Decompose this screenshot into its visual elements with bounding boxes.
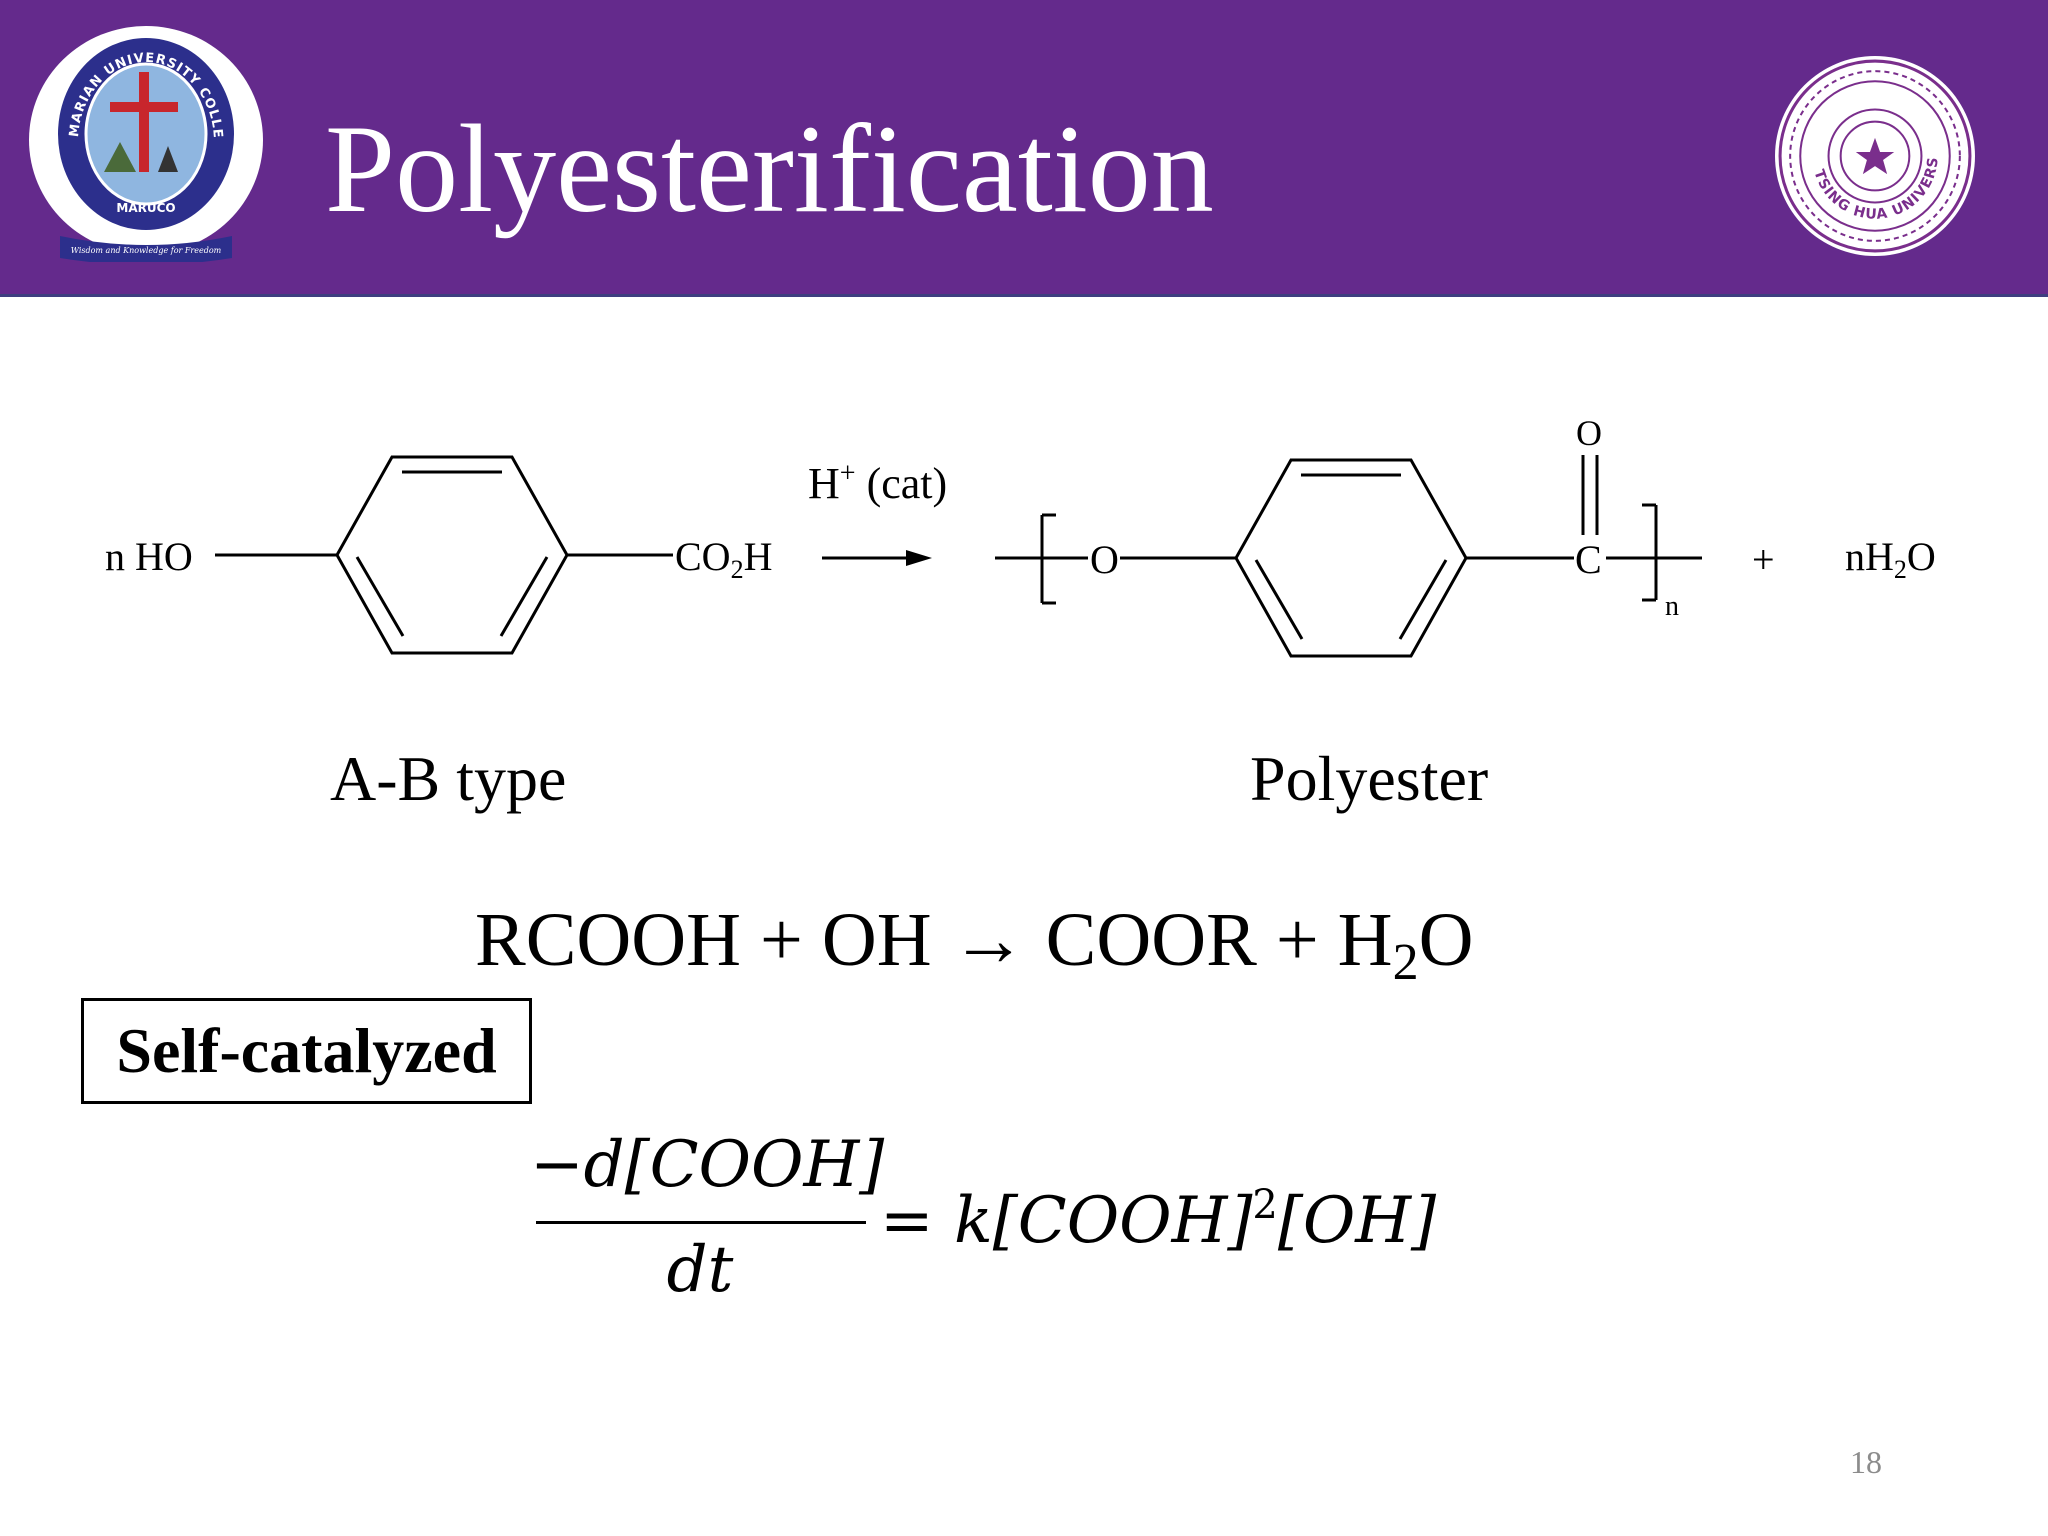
title-bar: MARIAN UNIVERSITY COLLEGE MARUCO Wisdom … [0, 0, 2048, 297]
rate-denominator: dt [666, 1233, 734, 1307]
page-number: 18 [1850, 1444, 1882, 1480]
reactant-type-label: A-B type [330, 743, 567, 814]
tsing-hua-seal: TSING HUA UNIVERSITY [1774, 55, 1975, 256]
byproduct-water: nH2O [1845, 534, 1936, 584]
logo-motto: Wisdom and Knowledge for Freedom [71, 246, 222, 255]
fraction-bar [536, 1221, 866, 1224]
benzene-ring-reactant [335, 455, 569, 655]
general-equation: RCOOH + OH → COOR + H2O [475, 898, 1474, 991]
benzene-ring-product [1234, 458, 1468, 658]
rate-numerator: −d[COOH] [530, 1128, 885, 1202]
logo-abbrev: MARUCO [116, 201, 175, 215]
slide-title: Polyesterification [325, 100, 1214, 239]
plus-sign: + [1752, 537, 1775, 582]
rate-rhs: = k[COOH]2[OH] [880, 1182, 1437, 1258]
self-catalyzed-badge: Self-catalyzed [81, 998, 532, 1104]
maruco-logo: MARIAN UNIVERSITY COLLEGE MARUCO Wisdom … [26, 22, 263, 262]
catalyst-label: H+ (cat) [808, 458, 947, 508]
reactant-prefix: n HO [105, 534, 193, 579]
carbonyl-carbon: C [1575, 537, 1602, 582]
ether-oxygen: O [1090, 537, 1119, 582]
reactant-suffix: CO2H [675, 534, 772, 584]
reaction-scheme: n HO CO2H H+ (cat) O O C n + nH2O [105, 413, 1936, 658]
carbonyl-oxygen: O [1576, 413, 1602, 453]
rate-law: −d[COOH] dt = k[COOH]2[OH] [530, 1125, 1436, 1315]
repeat-unit-n: n [1665, 591, 1679, 622]
product-type-label: Polyester [1250, 743, 1489, 814]
